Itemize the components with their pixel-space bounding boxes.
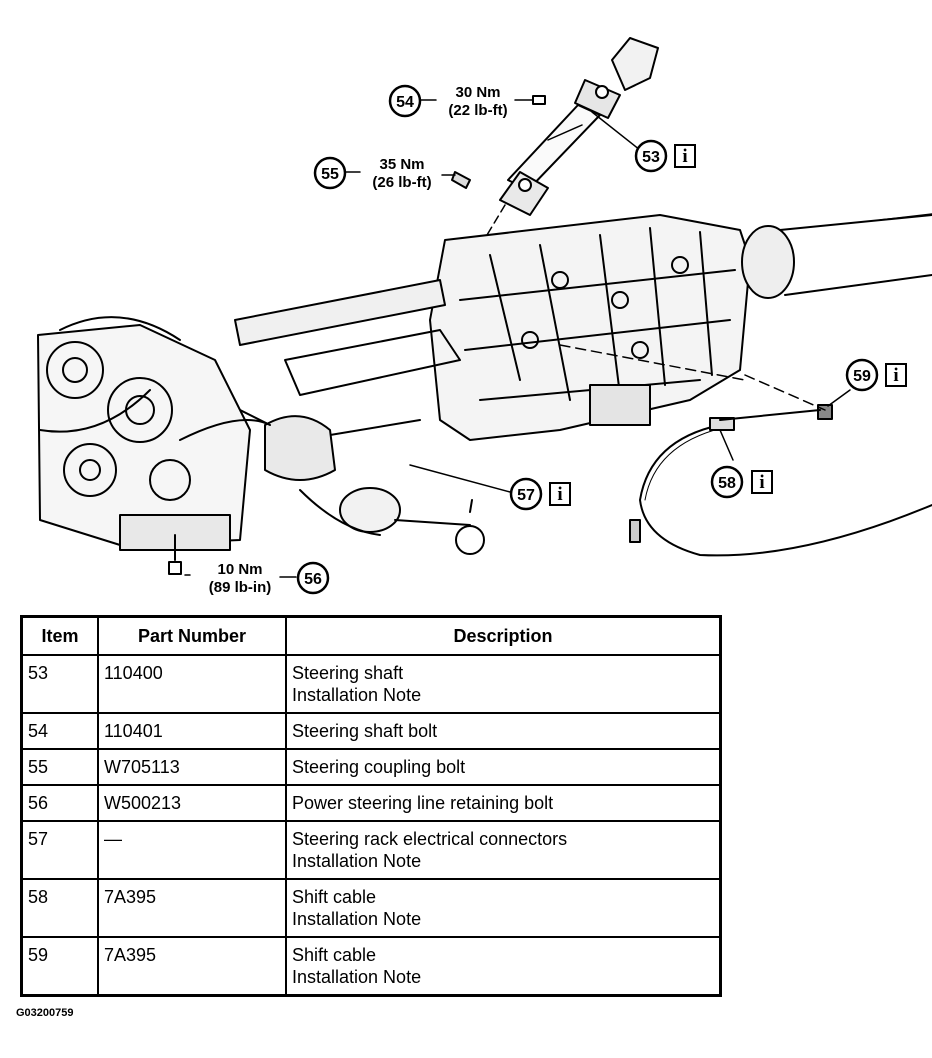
description-cell: Steering coupling bolt	[285, 748, 722, 786]
callout-55: 55 35 Nm (26 lb-ft)	[313, 156, 432, 191]
callout-circle	[710, 465, 744, 499]
part-number-cell: W500213	[97, 784, 287, 822]
shift-cable-drawing	[559, 344, 932, 557]
table-row: 58 7A395 Shift cable Installation Note	[20, 878, 722, 938]
callout-circle	[845, 358, 879, 392]
item-cell: 59	[20, 936, 99, 997]
table-row: 55 W705113 Steering coupling bolt	[20, 748, 722, 786]
item-cell: 53	[20, 654, 99, 714]
description-text: Steering shaft bolt	[292, 721, 438, 741]
torque-value-imperial: (26 lb-ft)	[372, 174, 431, 191]
leader-lines	[184, 99, 851, 578]
installation-note-link[interactable]: Installation Note	[292, 909, 422, 929]
description-text: Shift cable	[292, 887, 377, 907]
bolt-54-drawing	[532, 95, 546, 105]
part-number-cell: W705113	[97, 748, 287, 786]
callout-58: 58 i	[710, 465, 773, 499]
info-icon[interactable]	[751, 470, 773, 494]
info-icon-letter: i	[557, 484, 562, 505]
callout-number: 53	[642, 149, 660, 166]
callout-59: 59 i	[845, 358, 907, 392]
table-row: 56 W500213 Power steering line retaining…	[20, 784, 722, 822]
callout-56: 56 10 Nm (89 lb-in)	[209, 561, 330, 596]
part-number-cell: —	[97, 820, 287, 880]
description-cell: Power steering line retaining bolt	[285, 784, 722, 822]
description-text: Steering coupling bolt	[292, 757, 466, 777]
table-row: 54 110401 Steering shaft bolt	[20, 712, 722, 750]
callout-circle	[388, 84, 422, 118]
info-icon[interactable]	[674, 144, 696, 168]
item-cell: 56	[20, 784, 99, 822]
callout-number: 55	[321, 166, 339, 183]
installation-note-link[interactable]: Installation Note	[292, 851, 422, 871]
table-row: 57 — Steering rack electrical connectors…	[20, 820, 722, 880]
info-icon-letter: i	[893, 365, 898, 386]
description-cell: Steering shaft bolt	[285, 712, 722, 750]
info-icon-letter: i	[682, 146, 687, 167]
exploded-view-illustration: 54 30 Nm (22 lb-ft) 53 i 55 35 Nm (26 lb…	[37, 37, 932, 596]
description-text: Power steering line retaining bolt	[292, 793, 554, 813]
info-icon[interactable]	[885, 363, 907, 387]
part-number-cell: 7A395	[97, 878, 287, 938]
callout-circle	[634, 139, 668, 173]
description-text: Steering rack electrical connectors	[292, 829, 568, 849]
callout-circle	[296, 561, 330, 595]
callout-53: 53 i	[634, 139, 696, 173]
steering-shaft-drawing	[471, 37, 659, 261]
column-header-item: Item	[20, 615, 99, 656]
item-cell: 54	[20, 712, 99, 750]
callout-57: 57 i	[509, 477, 571, 511]
torque-value-imperial: (22 lb-ft)	[448, 102, 507, 119]
column-header-part-number: Part Number	[97, 615, 287, 656]
torque-value: 30 Nm	[455, 84, 500, 101]
steering-rack-drawing	[264, 415, 485, 555]
description-cell: Steering rack electrical connectors Inst…	[285, 820, 722, 880]
item-cell: 57	[20, 820, 99, 880]
torque-value: 10 Nm	[217, 561, 262, 578]
part-number-cell: 7A395	[97, 936, 287, 997]
part-number-cell: 110401	[97, 712, 287, 750]
driveshaft-drawing	[741, 213, 932, 299]
table-row: 59 7A395 Shift cable Installation Note	[20, 936, 722, 997]
installation-note-link[interactable]: Installation Note	[292, 685, 422, 705]
info-icon[interactable]	[549, 482, 571, 506]
description-text: Shift cable	[292, 945, 377, 965]
bolt-55-drawing	[451, 171, 471, 189]
callout-circle	[509, 477, 543, 511]
parts-table: Item Part Number Description 53 110400 S…	[20, 615, 722, 997]
table-row: 53 110400 Steering shaft Installation No…	[20, 654, 722, 714]
description-cell: Steering shaft Installation Note	[285, 654, 722, 714]
callout-circle	[313, 156, 347, 190]
description-cell: Shift cable Installation Note	[285, 878, 722, 938]
part-number-cell: 110400	[97, 654, 287, 714]
table-header-row: Item Part Number Description	[20, 615, 722, 656]
transmission-drawing	[429, 214, 751, 441]
callout-number: 58	[718, 475, 736, 492]
callout-54: 54 30 Nm (22 lb-ft)	[388, 84, 508, 119]
description-cell: Shift cable Installation Note	[285, 936, 722, 997]
figure-code: G03200759	[16, 1007, 74, 1019]
torque-value: 35 Nm	[379, 156, 424, 173]
callout-number: 54	[396, 94, 414, 111]
info-icon-letter: i	[759, 472, 764, 493]
description-text: Steering shaft	[292, 663, 404, 683]
item-cell: 55	[20, 748, 99, 786]
item-cell: 58	[20, 878, 99, 938]
installation-note-link[interactable]: Installation Note	[292, 967, 422, 987]
torque-value-imperial: (89 lb-in)	[209, 579, 272, 596]
power-steering-line-drawing	[168, 419, 271, 575]
column-header-description: Description	[285, 615, 722, 656]
callout-number: 56	[304, 571, 322, 588]
engine-front-drawing	[37, 316, 251, 551]
callout-number: 59	[853, 368, 871, 385]
callout-number: 57	[517, 487, 535, 504]
